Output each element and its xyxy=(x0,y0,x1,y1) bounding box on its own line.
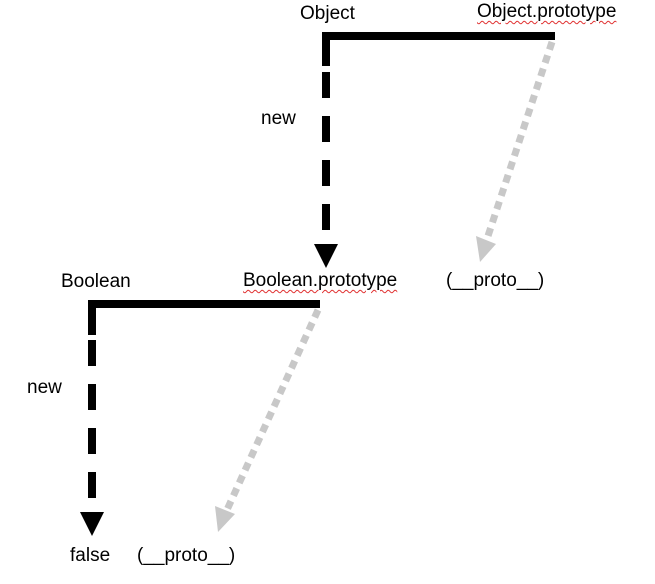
new-label-top: new xyxy=(261,108,296,129)
boolean-constructor-link xyxy=(88,300,320,335)
proto-label-bottom: (__proto__) xyxy=(137,545,236,566)
false-proto-link xyxy=(222,308,322,514)
false-label: false xyxy=(70,545,111,566)
proto-label-top: (__proto__) xyxy=(446,270,545,291)
object-constructor-link xyxy=(322,32,555,66)
boolean-label: Boolean xyxy=(61,271,131,292)
new-label-bottom: new xyxy=(27,377,62,398)
false-proto-arrowhead xyxy=(215,506,235,532)
object-prototype-label: Object.prototype xyxy=(477,1,617,22)
object-label: Object xyxy=(300,3,355,24)
boolean-prototype-proto-arrowhead xyxy=(476,236,496,262)
boolean-prototype-proto-link xyxy=(482,40,556,244)
boolean-new-arrowhead xyxy=(80,512,104,536)
boolean-prototype-label: Boolean.prototype xyxy=(243,270,398,291)
object-new-arrowhead xyxy=(314,244,338,268)
